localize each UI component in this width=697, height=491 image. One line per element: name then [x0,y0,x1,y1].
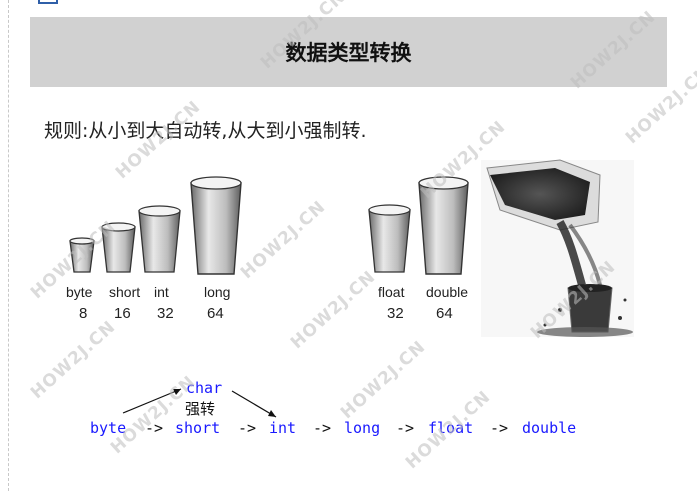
arrowhead-icon [173,389,181,395]
cup-bits-long: 64 [207,305,224,322]
cup-label-double: double [426,284,468,300]
chain-arrow: -> [490,419,508,437]
cup-label-long: long [204,284,230,300]
chain-float: float [428,419,473,437]
chain-arrow: -> [313,419,331,437]
chain-char: char [186,379,222,397]
chain-long: long [344,419,380,437]
cup-bits-int: 32 [157,305,174,322]
cup-label-float: float [378,284,405,300]
rule-text: 规则:从小到大自动转,从大到小强制转. [44,120,367,142]
cup-bits-float: 32 [387,305,404,322]
arrowhead-icon [268,410,276,417]
cup-label-int: int [154,284,169,300]
bookmark-icon [38,0,58,4]
cup-float-icon [368,204,411,273]
chain-short: short [175,419,220,437]
cup-bits-double: 64 [436,305,453,322]
cup-bits-short: 16 [114,305,131,322]
chain-int: int [269,419,296,437]
pouring-grains-image [481,159,634,337]
page-title: 数据类型转换 [285,41,412,65]
chain-arrow: -> [238,419,256,437]
chain-double: double [522,419,576,437]
cup-label-byte: byte [66,284,93,300]
arrow-byte-to-char [122,388,182,414]
chain-byte: byte [90,419,126,437]
left-guide-line [8,0,9,491]
cup-label-short: short [109,284,140,300]
cup-long-icon [190,176,242,275]
cup-short-icon [101,222,136,273]
chain-arrow: -> [396,419,414,437]
title-bar: 数据类型转换 [30,17,667,87]
chain-arrow: -> [145,419,163,437]
cup-bits-byte: 8 [79,305,87,322]
force-convert-label: 强转 [185,400,215,418]
arrow-char-to-int [231,390,277,418]
cup-double-icon [418,176,469,275]
cup-byte-icon [69,237,95,273]
cup-int-icon [138,205,181,273]
